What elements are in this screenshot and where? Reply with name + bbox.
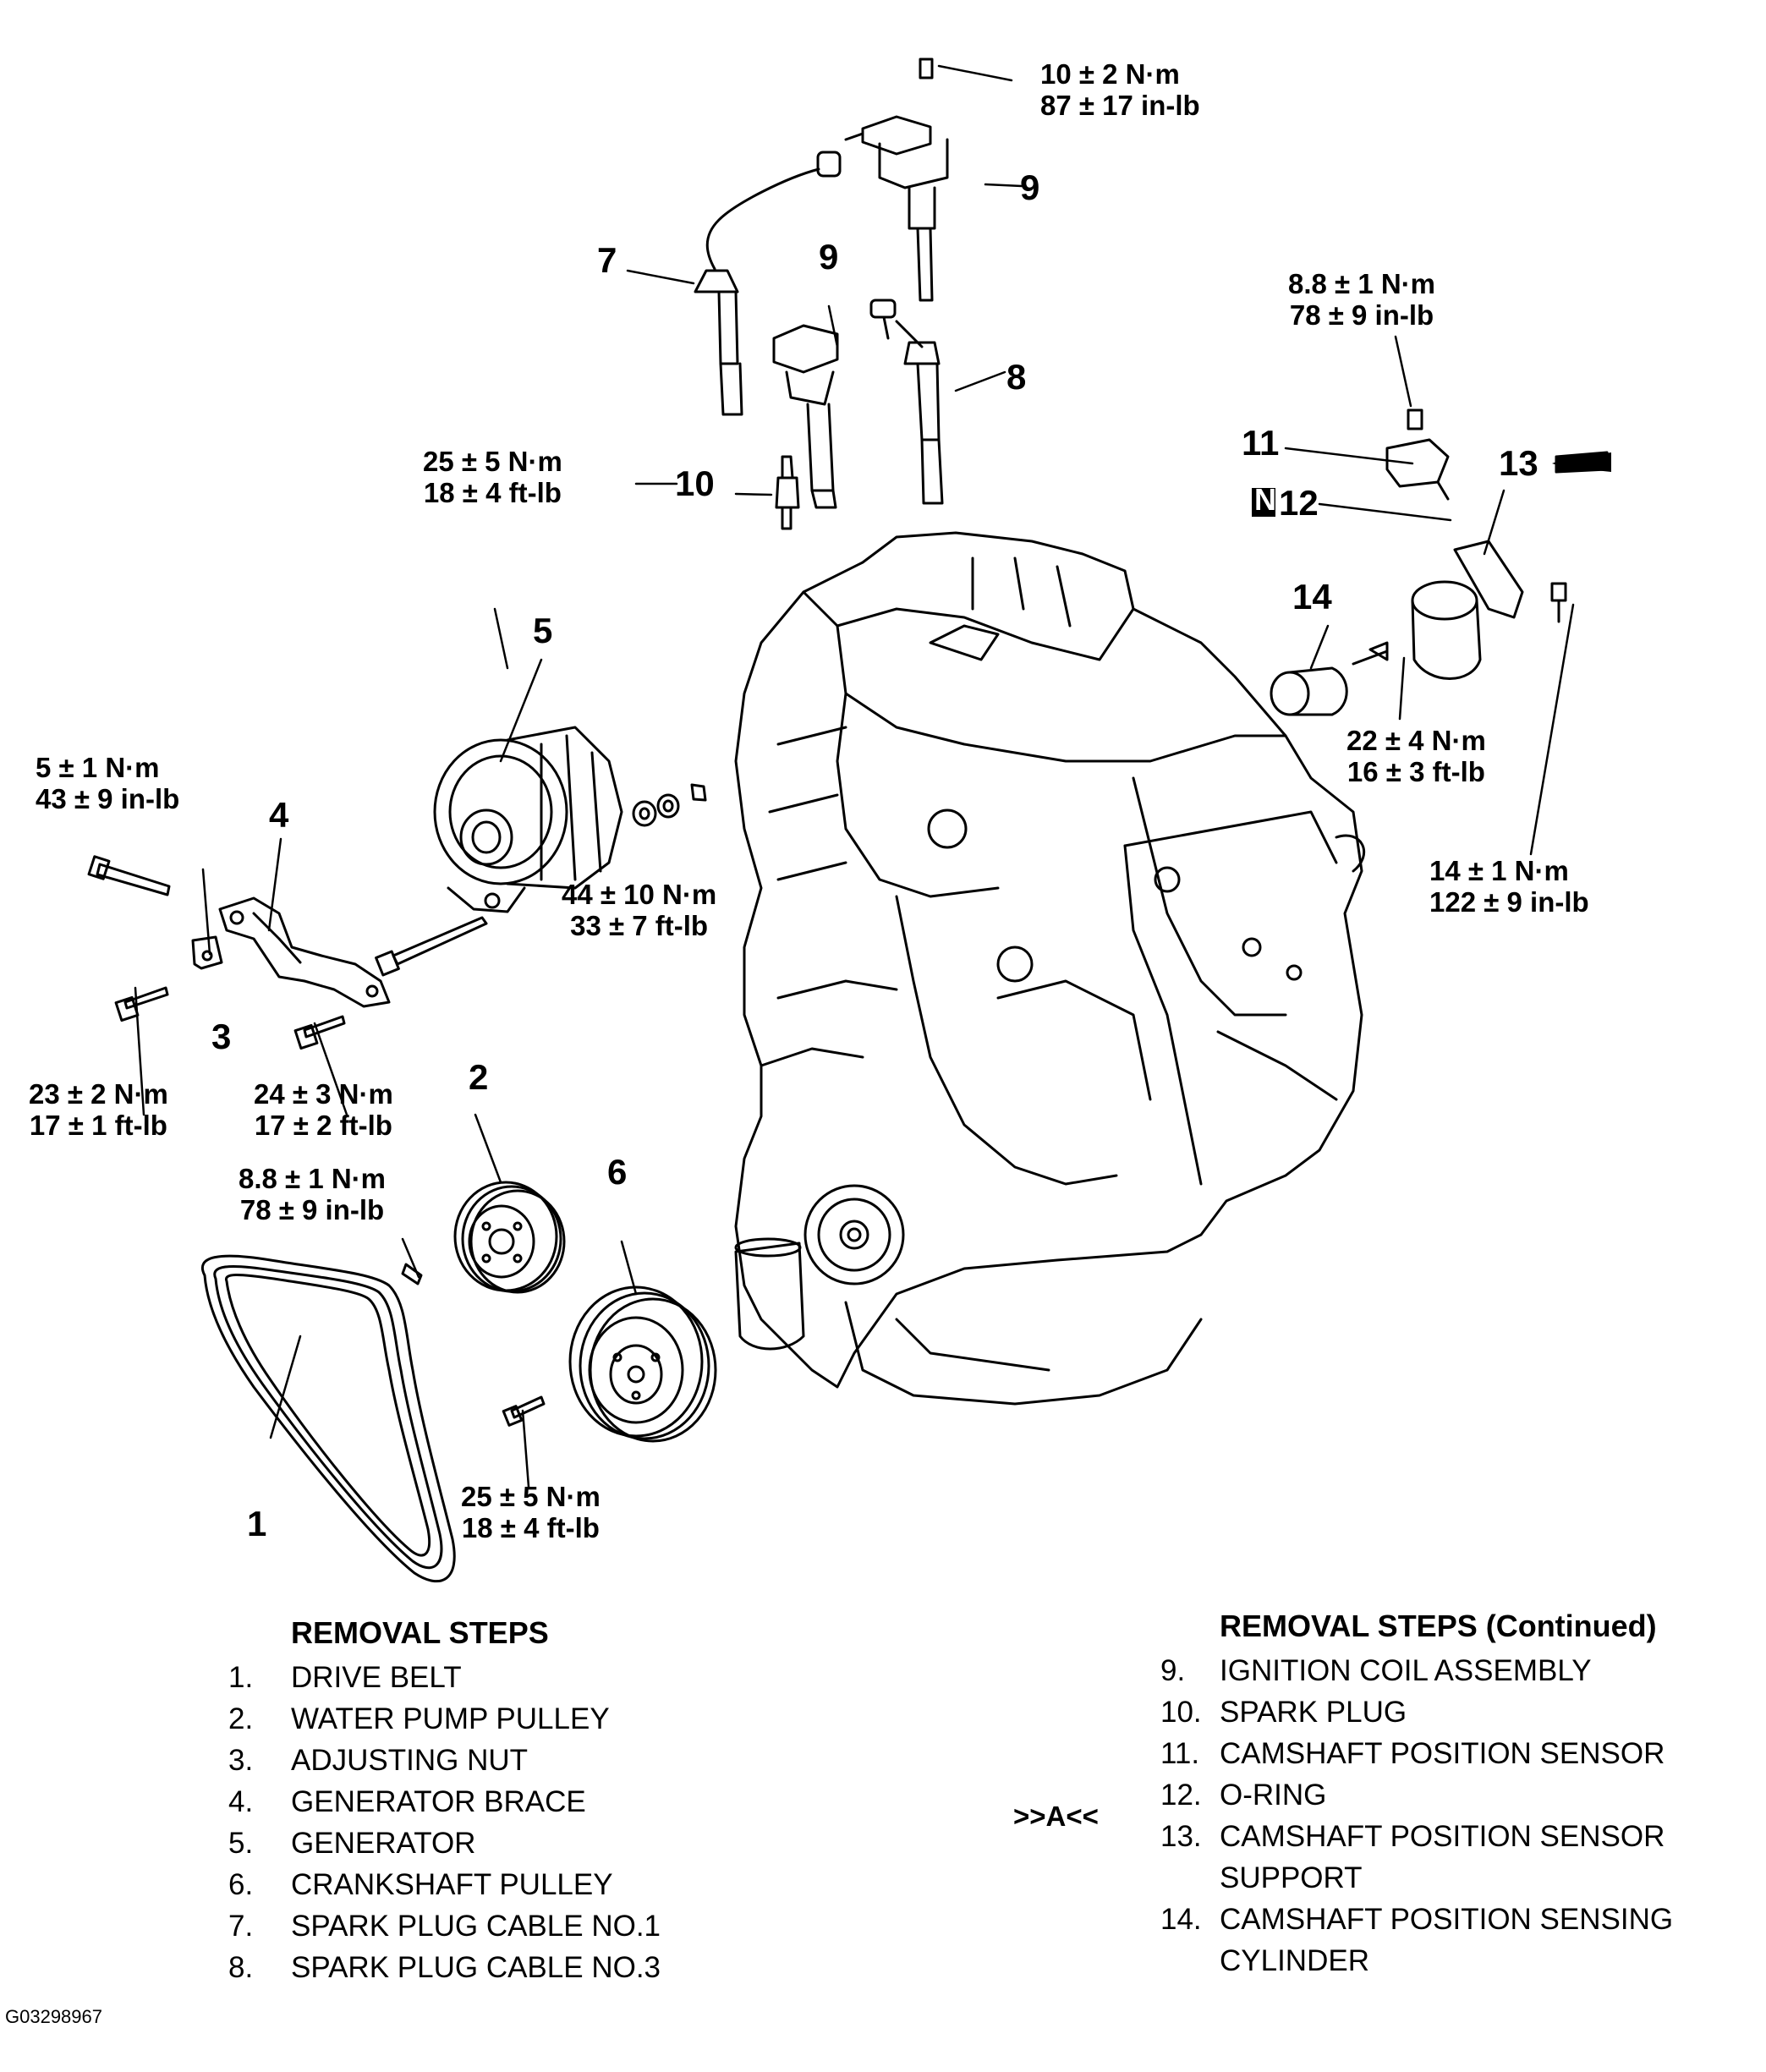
callout-4: 4 (269, 795, 289, 835)
n-badge-box (1252, 488, 1275, 517)
step-item: 12.O-RING (1160, 1779, 1327, 1812)
callout-12: 12 (1279, 483, 1319, 523)
support-arrow-icon (1552, 452, 1611, 472)
spark-plug-cable-3 (895, 320, 944, 505)
callout-1: 1 (247, 1504, 267, 1543)
cam-position-sensor (1385, 408, 1450, 501)
callout-9-center: 9 (819, 237, 839, 277)
step-item: 14.CAMSHAFT POSITION SENSING (1160, 1903, 1674, 1936)
step-item: 3.ADJUSTING NUT (228, 1744, 528, 1777)
spark-plug (775, 455, 800, 530)
removal-steps-left: REMOVAL STEPS 1.DRIVE BELT 2.WATER PUMP … (228, 1612, 661, 1988)
crankshaft-pulley (502, 1285, 717, 1443)
callout-14: 14 (1292, 577, 1332, 617)
callout-7: 7 (597, 240, 617, 280)
engine-block (734, 531, 1365, 1406)
callout-2: 2 (469, 1057, 489, 1097)
leader-lines (134, 64, 1575, 1488)
generator-brace (87, 855, 391, 1008)
spark-plug-cable-1 (694, 151, 842, 416)
callout-8: 8 (1006, 357, 1027, 397)
step-item: 13.CAMSHAFT POSITION SENSOR (1160, 1820, 1665, 1853)
drive-belt (201, 1254, 456, 1582)
adjusting-nut (114, 935, 346, 1050)
callout-12-badge: N (1254, 482, 1276, 517)
step-item: 7.SPARK PLUG CABLE NO.1 (228, 1910, 661, 1943)
step-item: 5.GENERATOR (228, 1827, 476, 1860)
cam-sensing-cylinder (1270, 641, 1389, 716)
figure-id: G03298967 (5, 2006, 102, 2027)
callout-13: 13 (1499, 443, 1538, 483)
callout-10: 10 (675, 463, 715, 503)
step-item: 9.IGNITION COIL ASSEMBLY (1160, 1654, 1592, 1687)
callout-3: 3 (211, 1017, 232, 1056)
step-item-continuation: CYLINDER (1220, 1944, 1369, 1977)
ignition-coil-center (772, 299, 897, 509)
ignition-coil-upper (844, 58, 949, 302)
callout-5: 5 (533, 611, 553, 650)
step-item: 2.WATER PUMP PULLEY (228, 1702, 610, 1735)
step-item: 4.GENERATOR BRACE (228, 1785, 586, 1818)
callout-9-upper: 9 (1020, 167, 1040, 207)
removal-steps-right: REMOVAL STEPS (Continued) 9.IGNITION COI… (1160, 1605, 1673, 1982)
step-item: 10.SPARK PLUG (1160, 1696, 1407, 1729)
step-item: 1.DRIVE BELT (228, 1661, 462, 1694)
water-pump-pulley (401, 1181, 566, 1294)
generator (375, 726, 707, 977)
step-item: 6.CRANKSHAFT PULLEY (228, 1868, 613, 1901)
callout-11: 11 (1242, 423, 1280, 463)
callout-6: 6 (607, 1152, 628, 1192)
step-item: 11.CAMSHAFT POSITION SENSOR (1160, 1737, 1665, 1770)
step-item-continuation: SUPPORT (1220, 1861, 1363, 1894)
service-note-marker: >>A<< (1013, 1801, 1099, 1832)
step-item: 8.SPARK PLUG CABLE NO.3 (228, 1951, 661, 1984)
removal-steps-continued-title: REMOVAL STEPS (Continued) (1220, 1609, 1657, 1643)
removal-steps-title: REMOVAL STEPS (291, 1615, 549, 1650)
